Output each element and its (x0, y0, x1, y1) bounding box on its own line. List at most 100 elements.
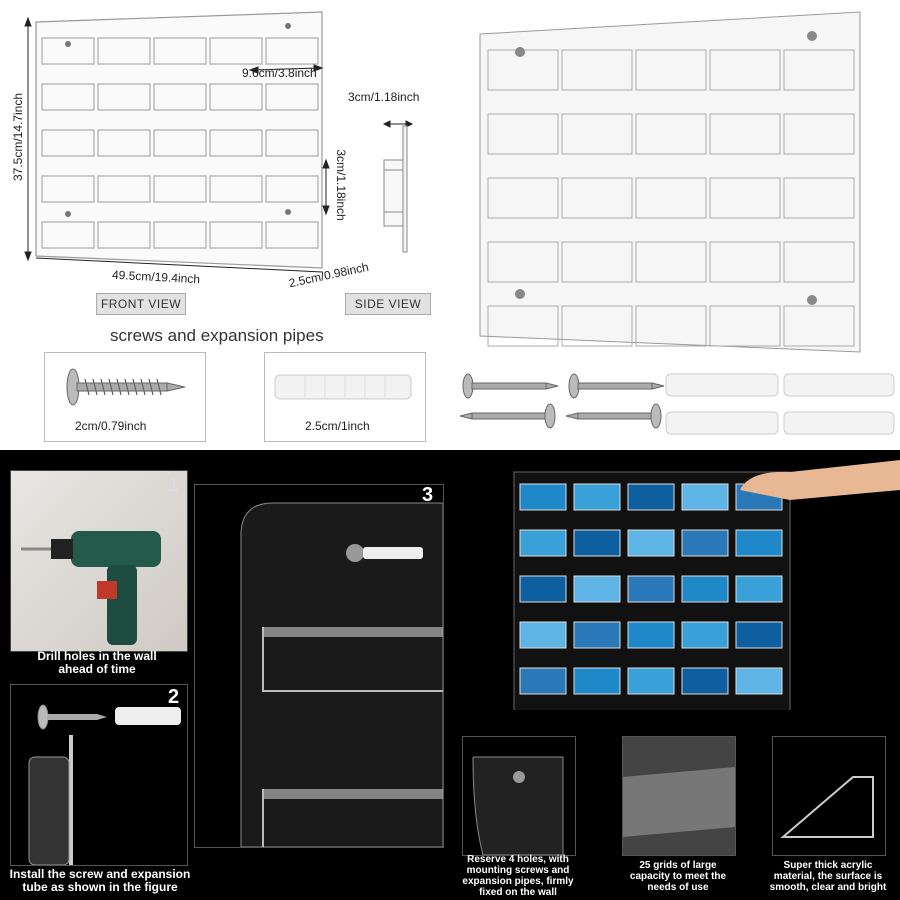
step1-number: 1 (168, 474, 180, 496)
pocket (783, 177, 855, 219)
acrylic-edge-icon (780, 776, 874, 838)
pocket (635, 305, 707, 347)
expansion-pipe-icon (274, 374, 412, 400)
pocket (97, 221, 151, 249)
feature3-caption: Super thick acrylic material, the surfac… (769, 860, 887, 893)
mount-hole-icon (285, 209, 291, 215)
business-card (735, 575, 783, 603)
pocket (41, 83, 95, 111)
step3-box (194, 484, 444, 848)
business-card (681, 529, 729, 557)
wall-mount-closeup (240, 502, 444, 848)
pocket (709, 305, 781, 347)
height-dimension-label: 37.5cm/14.7inch (11, 92, 25, 182)
front-view-label: FRONT VIEW (96, 293, 186, 315)
pocket (265, 221, 319, 249)
pocket (635, 241, 707, 283)
pocket (487, 305, 559, 347)
pocket (209, 175, 263, 203)
pocket (783, 49, 855, 91)
feature2-photo (622, 736, 736, 856)
step3-number: 3 (422, 484, 434, 506)
step2-box (10, 684, 188, 866)
mount-hole-icon (807, 31, 817, 41)
mount-hole-icon (515, 47, 525, 57)
features-panel: Reserve 4 holes, with mounting screws an… (450, 450, 900, 900)
business-card (519, 621, 567, 649)
pocket (265, 37, 319, 65)
pocket (561, 113, 633, 155)
business-card (519, 667, 567, 695)
pocket (487, 241, 559, 283)
screws-group (459, 373, 665, 429)
business-card (573, 483, 621, 511)
business-card (735, 621, 783, 649)
business-card (681, 575, 729, 603)
pocket (153, 37, 207, 65)
pocket (97, 175, 151, 203)
pocket (635, 113, 707, 155)
dimension-diagram-panel: 37.5cm/14.7inch 9.6cm/3.8inch 3cm/1.18in… (0, 0, 450, 450)
pocket (209, 221, 263, 249)
pocket (709, 241, 781, 283)
business-card (627, 575, 675, 603)
accessories-title: screws and expansion pipes (110, 326, 324, 345)
pocket (265, 129, 319, 157)
business-card (573, 529, 621, 557)
business-card (681, 621, 729, 649)
pipes-group (665, 373, 895, 435)
pocket (265, 83, 319, 111)
grid-closeup-icon (623, 767, 735, 837)
mount-hole-icon (807, 295, 817, 305)
pocket (209, 83, 263, 111)
business-card (681, 667, 729, 695)
business-card (627, 667, 675, 695)
pocket (561, 177, 633, 219)
business-card (735, 529, 783, 557)
pocket (97, 37, 151, 65)
pocket (153, 175, 207, 203)
business-card (519, 483, 567, 511)
step1-photo (10, 470, 188, 652)
pocket (41, 37, 95, 65)
pocket (709, 113, 781, 155)
business-card (519, 529, 567, 557)
pocket (41, 175, 95, 203)
pocket (487, 177, 559, 219)
pocket (209, 37, 263, 65)
business-card (573, 667, 621, 695)
pocket (153, 83, 207, 111)
pipe-detail-box: 2.5cm/1inch (264, 352, 426, 442)
feature3-photo (772, 736, 886, 856)
mount-hole-icon (65, 41, 71, 47)
mount-hole-icon (65, 211, 71, 217)
feature1-caption: Reserve 4 holes, with mounting screws an… (462, 854, 574, 898)
filled-card-holder (513, 460, 900, 710)
screw-and-pipe-icon (28, 704, 181, 866)
pocket (783, 241, 855, 283)
pocket (153, 129, 207, 157)
hand-icon (740, 460, 900, 500)
step2-caption: Install the screw and expansion tube as … (9, 867, 191, 894)
pocket (153, 221, 207, 249)
business-card (627, 621, 675, 649)
pocket (635, 177, 707, 219)
business-card (519, 575, 567, 603)
pocket (709, 49, 781, 91)
pocket (709, 177, 781, 219)
screw-detail-box: 2cm/0.79inch (44, 352, 206, 442)
business-card (627, 483, 675, 511)
business-card (573, 621, 621, 649)
feature1-photo (462, 736, 576, 856)
pipe-length-label: 2.5cm/1inch (305, 419, 370, 433)
card-holder-illustration (459, 11, 895, 435)
screw-icon (66, 368, 186, 406)
pocket (487, 113, 559, 155)
pocket (209, 129, 263, 157)
mount-hole-closeup-icon (472, 756, 564, 856)
front-view-drawing (24, 11, 414, 273)
pocket-width-label: 9.6cm/3.8inch (242, 66, 317, 80)
product-photo-panel (450, 0, 900, 450)
install-steps-panel: 1 Drill holes in the wall ahead of time … (0, 450, 450, 900)
pocket (783, 113, 855, 155)
